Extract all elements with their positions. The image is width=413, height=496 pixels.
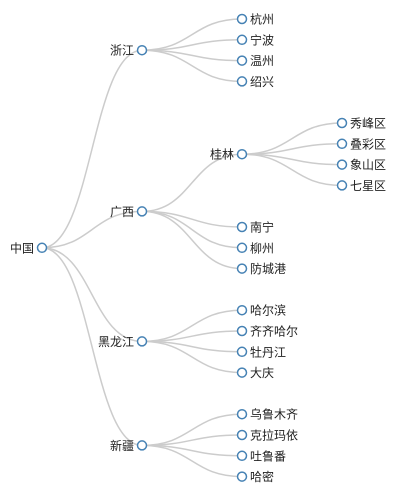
tree-link xyxy=(141,49,243,83)
tree-node[interactable]: 浙江 xyxy=(110,44,148,58)
tree-link xyxy=(141,18,243,51)
tree-node[interactable]: 哈尔滨 xyxy=(236,303,287,318)
tree-node[interactable]: 桂林 xyxy=(210,147,248,162)
tree-node[interactable]: 吐鲁番 xyxy=(236,449,287,463)
node-circle[interactable] xyxy=(236,471,248,482)
node-label: 象山区 xyxy=(350,158,386,172)
tree-node[interactable]: 秀峰区 xyxy=(336,117,387,131)
node-label: 绍兴 xyxy=(250,75,274,89)
node-circle[interactable] xyxy=(136,336,148,347)
node-label: 桂林 xyxy=(210,147,234,162)
tree-node[interactable]: 南宁 xyxy=(236,220,275,235)
tree-node[interactable]: 中国 xyxy=(10,240,48,255)
node-label: 广西 xyxy=(110,205,134,219)
tree-link xyxy=(141,153,243,213)
tree-node[interactable]: 乌鲁木齐 xyxy=(236,407,299,422)
tree-link xyxy=(241,122,343,155)
tree-link xyxy=(41,247,143,343)
tree-link xyxy=(141,210,243,249)
node-circle[interactable] xyxy=(236,148,248,160)
node-circle[interactable] xyxy=(236,367,248,378)
tree-node[interactable]: 叠彩区 xyxy=(336,137,387,151)
node-circle[interactable] xyxy=(336,180,348,191)
node-circle[interactable] xyxy=(236,304,248,316)
tree-node[interactable]: 七星区 xyxy=(336,179,387,193)
node-label: 杭州 xyxy=(250,12,274,27)
tree-link xyxy=(141,413,243,447)
node-label: 黑龙江 xyxy=(98,335,134,349)
tree-link xyxy=(141,444,243,478)
tree-node[interactable]: 温州 xyxy=(236,54,275,68)
node-label: 牡丹江 xyxy=(250,344,286,359)
node-label: 七星区 xyxy=(350,179,386,193)
node-circle[interactable] xyxy=(36,242,48,254)
node-label: 宁波 xyxy=(250,32,274,47)
tree-node[interactable]: 黑龙江 xyxy=(98,335,148,349)
node-circle[interactable] xyxy=(236,429,248,441)
tree-node[interactable]: 新疆 xyxy=(110,438,148,453)
node-label: 防城港 xyxy=(250,261,286,276)
node-circle[interactable] xyxy=(336,117,348,129)
node-circle[interactable] xyxy=(236,450,248,462)
node-label: 乌鲁木齐 xyxy=(250,407,298,422)
tree-node[interactable]: 广西 xyxy=(110,205,148,219)
node-circle[interactable] xyxy=(136,440,148,451)
node-circle[interactable] xyxy=(136,206,148,217)
node-circle[interactable] xyxy=(236,346,248,358)
tree-node[interactable]: 防城港 xyxy=(236,261,287,276)
node-circle[interactable] xyxy=(236,55,248,66)
tree-links xyxy=(41,18,343,478)
node-circle[interactable] xyxy=(236,325,248,337)
node-label: 克拉玛依 xyxy=(250,428,298,443)
node-label: 新疆 xyxy=(110,438,134,453)
node-label: 浙江 xyxy=(110,44,134,58)
tree-node[interactable]: 绍兴 xyxy=(236,75,275,89)
node-circle[interactable] xyxy=(336,159,348,170)
node-circle[interactable] xyxy=(136,44,148,56)
node-circle[interactable] xyxy=(236,76,248,87)
node-circle[interactable] xyxy=(236,408,248,420)
tree-node[interactable]: 大庆 xyxy=(236,366,275,380)
tree-node[interactable]: 柳州 xyxy=(236,241,275,255)
node-label: 南宁 xyxy=(250,220,274,235)
node-label: 秀峰区 xyxy=(350,117,386,131)
tree-node[interactable]: 象山区 xyxy=(336,158,387,172)
tree-node[interactable]: 杭州 xyxy=(236,12,275,27)
tree-node[interactable]: 牡丹江 xyxy=(236,344,287,359)
node-label: 哈尔滨 xyxy=(250,303,286,318)
tree-node[interactable]: 哈密 xyxy=(236,469,275,484)
node-circle[interactable] xyxy=(236,34,248,46)
node-label: 温州 xyxy=(250,54,274,68)
node-label: 大庆 xyxy=(250,366,274,380)
node-label: 齐齐哈尔 xyxy=(250,324,298,339)
node-label: 柳州 xyxy=(250,241,274,255)
node-circle[interactable] xyxy=(236,263,248,274)
node-circle[interactable] xyxy=(236,13,248,25)
tree-node[interactable]: 克拉玛依 xyxy=(236,428,299,443)
node-label: 叠彩区 xyxy=(350,137,386,151)
tree-link xyxy=(41,247,143,447)
node-label: 吐鲁番 xyxy=(250,449,286,463)
tree-link xyxy=(141,210,243,270)
tree-node[interactable]: 齐齐哈尔 xyxy=(236,324,299,339)
node-circle[interactable] xyxy=(236,242,248,254)
node-label: 哈密 xyxy=(250,469,274,484)
tree-link xyxy=(141,340,243,374)
tree-link xyxy=(141,309,243,343)
tree-link xyxy=(41,49,143,249)
tree-link xyxy=(241,153,343,187)
node-circle[interactable] xyxy=(236,221,248,233)
tree-node[interactable]: 宁波 xyxy=(236,32,275,47)
tree-link xyxy=(41,210,143,249)
node-circle[interactable] xyxy=(336,138,348,150)
node-label: 中国 xyxy=(10,240,34,255)
